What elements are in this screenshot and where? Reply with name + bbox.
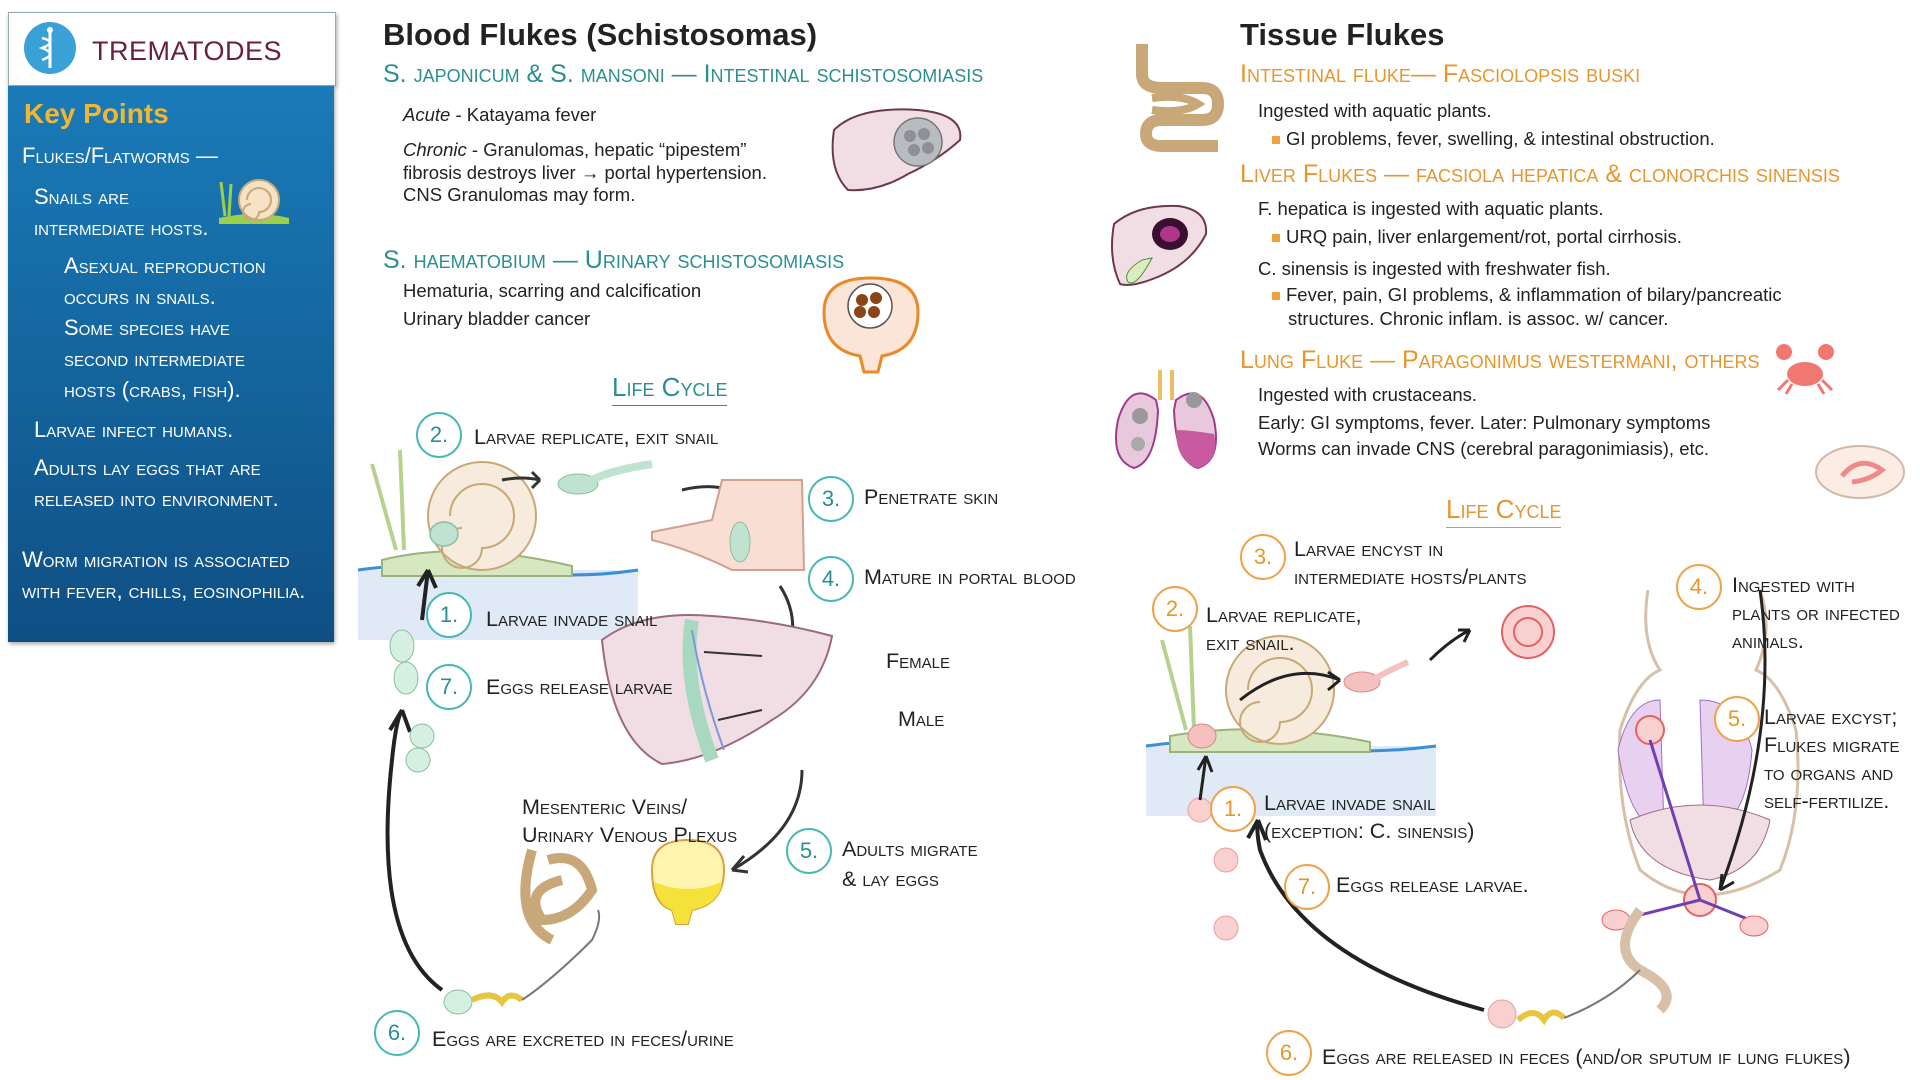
liver-line: C. sinensis is ingested with freshwater … bbox=[1258, 258, 1611, 279]
liver-bullet: Fever, pain, GI problems, & inflammation… bbox=[1272, 282, 1782, 308]
lung-fluke-subtitle: Lung Fluke — Paragonimus westermani, oth… bbox=[1240, 346, 1760, 374]
tissue-step-number: 3. bbox=[1240, 534, 1286, 580]
veins-label-line2: Urinary Venous Plexus bbox=[522, 823, 738, 847]
blood-step-label: Penetrate skin bbox=[864, 485, 999, 509]
tissue-step-label: Larvae invade snail bbox=[1264, 791, 1436, 815]
veins-label-line1: Mesenteric Veins/ bbox=[522, 795, 688, 819]
bladder-illustration bbox=[822, 276, 920, 374]
tissue-step-label: Flukes migrate bbox=[1764, 733, 1900, 757]
liver-bullet-cont: structures. Chronic inflam. is assoc. w/… bbox=[1288, 308, 1669, 329]
key-point-line: occurs in snails. bbox=[64, 284, 216, 309]
acute-text: Acute - Katayama fever bbox=[403, 104, 597, 125]
liver-flukes-subtitle: Liver Flukes — facsiola hepatica & clono… bbox=[1240, 160, 1840, 188]
tissue-step-label: Ingested with bbox=[1732, 573, 1855, 597]
intestinal-schisto-subtitle: S. japonicum & S. mansoni — Intestinal s… bbox=[383, 60, 984, 88]
intestinal-fluke-subtitle: Intestinal fluke— Fasciolopsis buski bbox=[1240, 60, 1641, 88]
intestine-icon bbox=[1136, 44, 1225, 152]
tissue-step-number: 6. bbox=[1266, 1030, 1312, 1076]
key-points-title: Key Points bbox=[24, 98, 169, 129]
tissue-step-label: animals. bbox=[1732, 629, 1804, 653]
blood-step-number: 2. bbox=[416, 412, 462, 458]
liver-fluke-icon bbox=[1111, 204, 1208, 286]
key-point-line: Worm migration is associated bbox=[22, 547, 290, 572]
blood-step-label: Eggs release larvae bbox=[486, 675, 673, 699]
key-point-line: second intermediate bbox=[64, 346, 245, 371]
key-point-line: Asexual reproduction bbox=[64, 253, 266, 278]
tissue-step-label: Eggs are released in feces (and/or sputu… bbox=[1322, 1045, 1851, 1069]
tissue-step-label: plants or infected bbox=[1732, 601, 1900, 625]
intestinal-line: Ingested with aquatic plants. bbox=[1258, 100, 1492, 121]
blood-step-label: Adults migrate bbox=[842, 837, 978, 861]
blood-flukes-title: Blood Flukes (Schistosomas) bbox=[383, 17, 818, 52]
tissue-step-label: exit snail. bbox=[1206, 631, 1295, 655]
key-point-line: Some species have bbox=[64, 315, 230, 340]
tissue-step-number: 7. bbox=[1284, 864, 1330, 910]
urinary-text-line2: Urinary bladder cancer bbox=[403, 308, 591, 329]
blood-step-number: 1. bbox=[426, 592, 472, 638]
female-label: Female bbox=[886, 649, 950, 673]
chronic-text-line3: CNS Granulomas may form. bbox=[403, 184, 636, 205]
key-point-line: Adults lay eggs that are bbox=[34, 455, 261, 480]
blood-step-number: 7. bbox=[426, 664, 472, 710]
lung-line: Early: GI symptoms, fever. Later: Pulmon… bbox=[1258, 412, 1711, 433]
key-point-line: hosts (crabs, fish). bbox=[64, 377, 241, 402]
tissue-step-label: self-fertilize. bbox=[1764, 789, 1890, 813]
tissue-flukes-title: Tissue Flukes bbox=[1240, 17, 1445, 52]
blood-step-number: 3. bbox=[808, 476, 854, 522]
blood-step-number: 4. bbox=[808, 556, 854, 602]
blood-step-label-line2: & lay eggs bbox=[842, 867, 939, 891]
blood-lifecycle-title: Life Cycle bbox=[612, 372, 728, 406]
key-point-line: released into environment. bbox=[34, 486, 279, 511]
snail-icon bbox=[219, 179, 289, 224]
key-point-line: with fever, chills, eosinophilia. bbox=[22, 578, 306, 603]
tissue-lifecycle-title: Life Cycle bbox=[1446, 494, 1562, 528]
blood-lifecycle-diagram bbox=[357, 449, 834, 1015]
blood-step-label: Eggs are excreted in feces/urine bbox=[432, 1027, 734, 1051]
key-point-line: Flukes/Flatworms — bbox=[22, 143, 218, 168]
lung-line: Ingested with crustaceans. bbox=[1258, 384, 1478, 405]
lungs-icon bbox=[1115, 370, 1217, 470]
caduceus-icon bbox=[24, 22, 76, 74]
fluke-worm-icon bbox=[1815, 445, 1905, 499]
urinary-text-line1: Hematuria, scarring and calcification bbox=[403, 280, 702, 301]
key-point-line: intermediate hosts. bbox=[34, 215, 209, 240]
blood-step-label: Larvae invade snail bbox=[486, 607, 658, 631]
blood-step-number: 6. bbox=[374, 1010, 420, 1056]
key-point-line: Larvae infect humans. bbox=[34, 417, 234, 442]
intestinal-bullet: GI problems, fever, swelling, & intestin… bbox=[1272, 126, 1715, 152]
liver-bullet: URQ pain, liver enlargement/rot, portal … bbox=[1272, 224, 1682, 250]
tissue-step-label: (exception: C. sinensis) bbox=[1264, 819, 1475, 843]
blood-step-label: Larvae replicate, exit snail bbox=[474, 425, 719, 449]
urinary-schisto-subtitle: S. haematobium — Urinary schistosomiasis bbox=[383, 246, 845, 274]
tissue-step-label: Larvae encyst in bbox=[1294, 537, 1444, 561]
key-points-panel bbox=[8, 86, 334, 642]
tissue-step-number: 5. bbox=[1714, 696, 1760, 742]
tissue-step-label: intermediate hosts/plants bbox=[1294, 565, 1527, 589]
liver-line: F. hepatica is ingested with aquatic pla… bbox=[1258, 198, 1604, 219]
lung-line: Worms can invade CNS (cerebral paragonim… bbox=[1258, 438, 1710, 459]
chronic-text: Chronic - Granulomas, hepatic “pipestem” bbox=[403, 139, 747, 160]
liver-granuloma-illustration bbox=[831, 108, 962, 192]
blood-step-number: 5. bbox=[786, 828, 832, 874]
tissue-step-label: Eggs release larvae. bbox=[1336, 873, 1529, 897]
tissue-step-label: Larvae replicate, bbox=[1206, 603, 1362, 627]
tissue-step-label: to organs and bbox=[1764, 761, 1894, 785]
blood-step-label: Mature in portal blood bbox=[864, 565, 1076, 589]
page-title: TREMATODES bbox=[92, 36, 283, 66]
male-label: Male bbox=[898, 707, 945, 731]
chronic-text-line2: fibrosis destroys liver → portal hyperte… bbox=[403, 162, 767, 183]
tissue-step-number: 2. bbox=[1152, 586, 1198, 632]
tissue-step-label: Larvae excyst; bbox=[1764, 705, 1898, 729]
key-point-line: Snails are bbox=[34, 184, 129, 209]
tissue-step-number: 1. bbox=[1210, 786, 1256, 832]
crab-icon bbox=[1776, 344, 1834, 395]
tissue-step-number: 4. bbox=[1676, 564, 1722, 610]
